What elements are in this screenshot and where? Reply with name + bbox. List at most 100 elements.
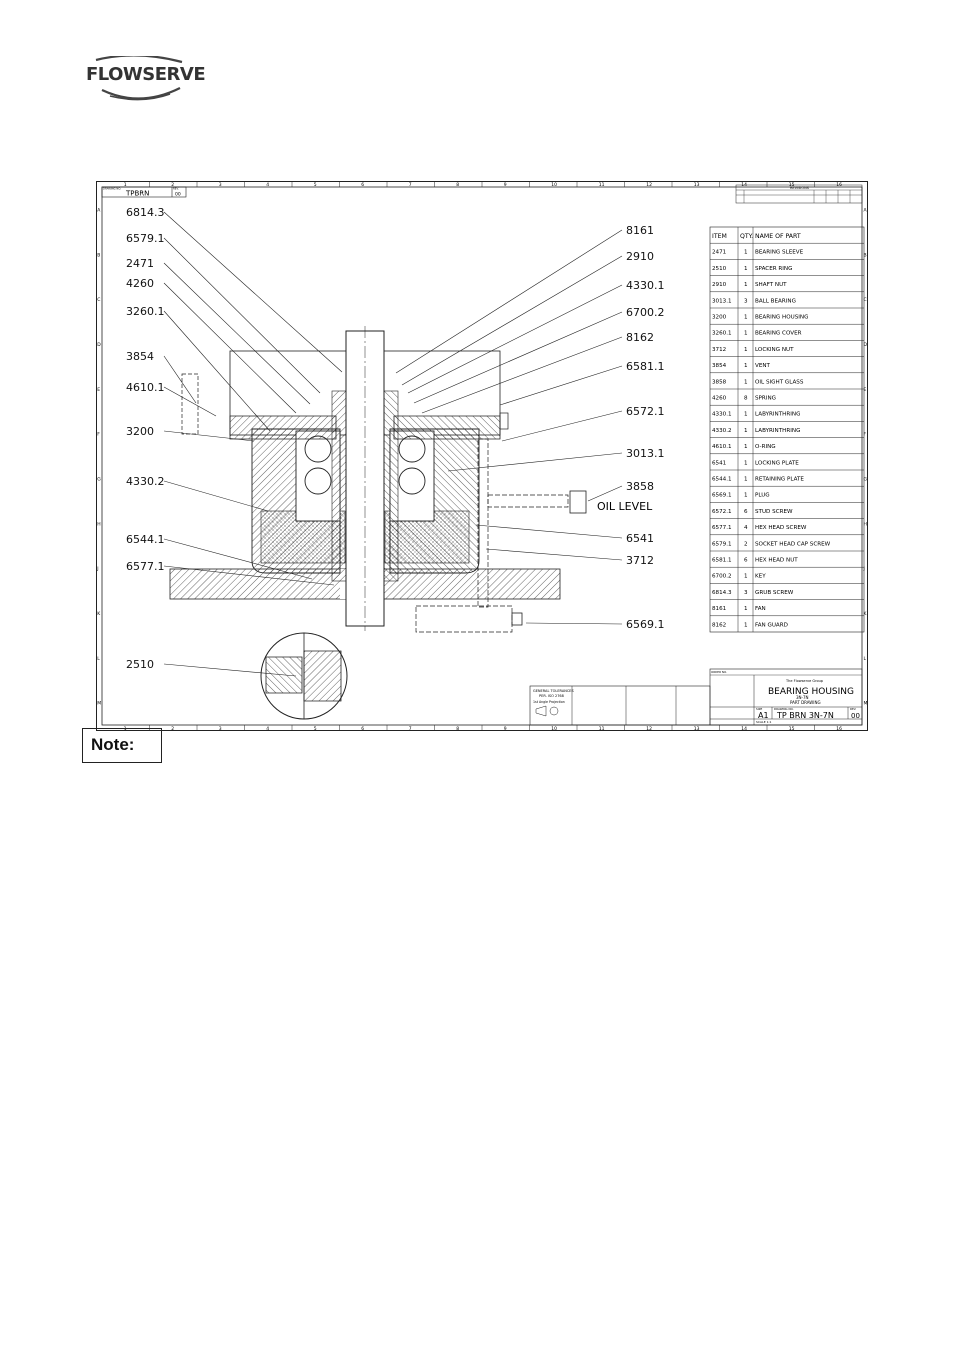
grid-row-label-right: A (864, 207, 868, 213)
parts-table-cell: 6581.1 (712, 558, 732, 564)
callout-leader-left (163, 310, 271, 432)
grid-row-label-right: C (864, 297, 867, 303)
grid-column-label-top: 9 (504, 182, 507, 188)
parts-table-cell: HEX HEAD NUT (755, 558, 798, 564)
grid-column-label-bottom: 1 (124, 726, 127, 731)
grid-column-label-top: 3 (219, 182, 222, 188)
title-drawing-no: TP BRN 3N-7N (776, 711, 834, 720)
oil-level-label: OIL LEVEL (597, 500, 653, 513)
callout-leader-right (499, 365, 623, 406)
grid-row-label-right: M (864, 701, 868, 707)
parts-table-cell: BALL BEARING (755, 298, 796, 304)
grid-row-label-left: J (96, 566, 98, 572)
callout-label-left: 3200 (126, 425, 154, 438)
title-block-subtitle: 3N-7N (796, 695, 809, 700)
title-block: GENERAL TOLERANCES PER. ISO 2768 1st Ang… (529, 668, 863, 726)
parts-table-cell: BEARING HOUSING (755, 315, 808, 321)
callout-label-right: 6572.1 (626, 405, 665, 418)
callout-leader-left (163, 430, 255, 442)
parts-table-header: ITEM (712, 233, 727, 240)
parts-table-cell: 6569.1 (712, 493, 732, 499)
grid-column-label-top: 10 (551, 182, 557, 188)
parts-table-cell: BEARING SLEEVE (755, 250, 804, 256)
parts-table-cell: SHAFT NUT (755, 282, 787, 288)
parts-table-cell: 1 (744, 493, 748, 499)
title-rev-value: 00 (851, 712, 860, 720)
callout-label-left: 4260 (126, 277, 154, 290)
company-name: The Flowserve Group (785, 679, 824, 683)
grid-column-label-top: 4 (266, 182, 269, 188)
callout-label-left: 6579.1 (126, 232, 165, 245)
parts-table-cell: 6700.2 (712, 574, 732, 580)
parts-table-cell: 6577.1 (712, 525, 732, 531)
parts-table-cell: 3 (744, 590, 748, 596)
parts-table-cell: STUD SCREW (755, 509, 793, 515)
grid-row-label-left: B (97, 252, 100, 258)
grid-row-label-left: L (97, 656, 100, 662)
parts-table-cell: 2910 (712, 282, 727, 288)
parts-table-cell: FAN (755, 606, 766, 612)
grid-row-label-right: K (864, 611, 868, 617)
parts-table-header: NAME OF PART (755, 233, 801, 240)
callout-label-left: 3260.1 (126, 305, 165, 318)
grid-column-label-bottom: 8 (456, 726, 459, 731)
parts-table-cell: 3858 (712, 379, 727, 385)
callout-label-left: 6544.1 (126, 533, 165, 546)
parts-table-cell: 4610.1 (712, 444, 732, 450)
callout-leader-right (401, 255, 623, 386)
callout-leader-right (413, 311, 623, 404)
drawing-rev-value: 00 (175, 192, 181, 198)
callout-leader-left (163, 538, 313, 580)
callout-label-left: 2510 (126, 658, 154, 671)
callout-label-right: 6700.2 (626, 306, 665, 319)
grid-row-label-right: B (864, 252, 867, 258)
parts-table-cell: 4330.1 (712, 412, 732, 418)
logo-text: FLOWSERVE (86, 64, 206, 85)
grid-column-label-top: 6 (361, 182, 364, 188)
callout-leader-right (501, 410, 623, 442)
tolerances-std: PER. ISO 2768 (539, 694, 564, 698)
parts-table-cell: 6 (744, 558, 748, 564)
callout-label-right: 3712 (626, 554, 654, 567)
parts-table-cell: 1 (744, 250, 748, 256)
parts-table-cell: KEY (755, 574, 766, 580)
parts-table-cell: 1 (744, 331, 748, 337)
grid-row-label-right: J (863, 566, 865, 572)
parts-table-cell: 2 (744, 541, 748, 547)
callout-label-right: 2910 (626, 250, 654, 263)
parts-table-cell: 1 (744, 412, 748, 418)
grid-row-label-right: D (864, 342, 868, 348)
grid-column-label-bottom: 13 (694, 726, 700, 731)
parts-table-header: QTY. (740, 233, 753, 240)
grid-column-label-bottom: 16 (836, 726, 842, 731)
callout-label-right: 3013.1 (626, 447, 665, 460)
parts-table-cell: LOCKING PLATE (755, 460, 799, 466)
grid-row-label-right: G (864, 476, 868, 482)
left-callouts: 6814.36579.1247142603260.138544610.13200… (126, 206, 343, 677)
grid-row-label-left: A (97, 207, 101, 213)
grid-row-label-right: E (864, 387, 867, 393)
parts-table-cell: 3712 (712, 347, 726, 353)
callout-leader-right (447, 452, 623, 472)
grid-column-label-top: 5 (314, 182, 317, 188)
parts-table-cell: GRUB SCREW (755, 590, 794, 596)
callout-leader-left (163, 663, 297, 677)
parts-table-cell: 2510 (712, 266, 727, 272)
callout-leader-right (485, 548, 623, 561)
grid-column-label-bottom: 15 (789, 726, 795, 731)
scale-label: SCALE 1:1 (756, 720, 771, 724)
parts-table-cell: 6544.1 (712, 477, 732, 483)
callout-leader-left (163, 282, 297, 414)
parts-table-cell: 1 (744, 460, 748, 466)
parts-table-cell: LABYRINTHRING (755, 428, 800, 434)
size-label: SIZE (756, 707, 763, 711)
callout-label-right: 6581.1 (626, 360, 665, 373)
logo-swoosh-icon (95, 56, 183, 101)
grid-column-label-bottom: 3 (219, 726, 222, 731)
grid-column-label-bottom: 10 (551, 726, 557, 731)
drawing-number-box: DRAWING NO. TPBRN REV. 00 (101, 187, 187, 198)
callout-leader-left (163, 262, 311, 405)
callout-leader-left (163, 565, 335, 586)
grid-row-label-right: F (864, 432, 867, 438)
